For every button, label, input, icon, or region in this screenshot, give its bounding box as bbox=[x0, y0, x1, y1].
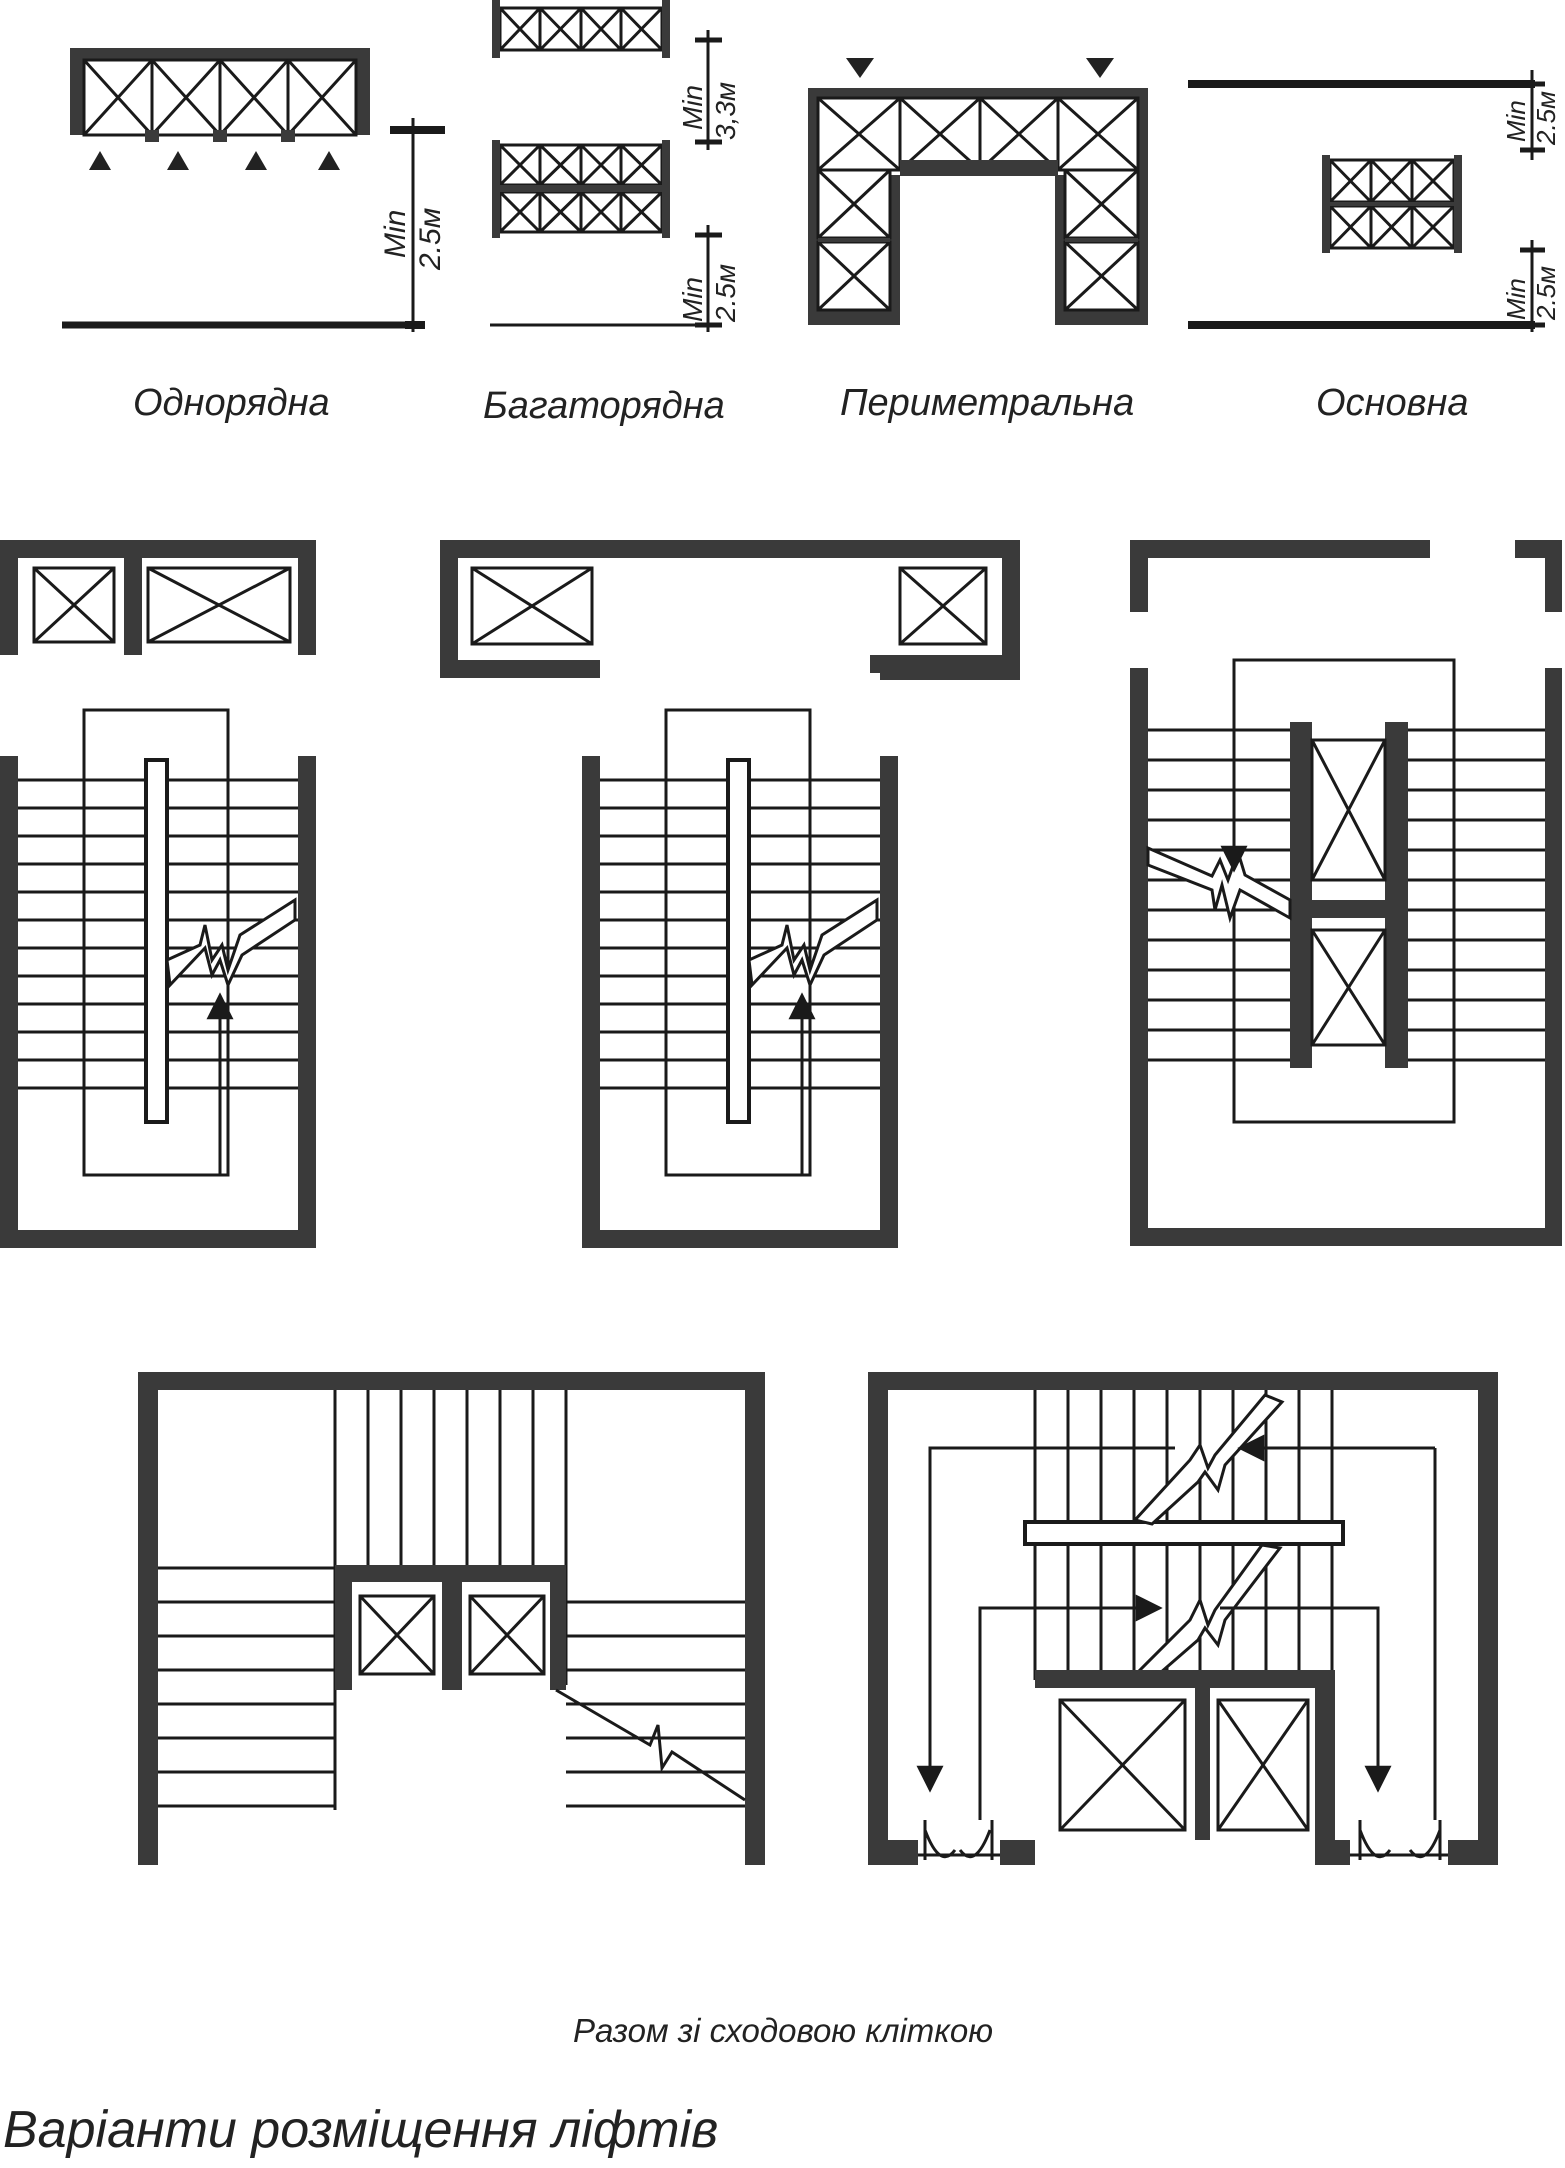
layout-label-perimeter: Периметральна bbox=[840, 382, 1135, 424]
stair-plan-e bbox=[868, 1372, 1498, 1865]
stair-plan-d bbox=[138, 1372, 765, 1865]
stair-plan-c bbox=[1130, 540, 1562, 1246]
dim-min-label-3: Min bbox=[677, 277, 708, 322]
stair-caption: Разом зі сходовою кліткою bbox=[573, 2012, 994, 2049]
entry-arrow-icon-2 bbox=[846, 58, 1114, 78]
single-row-layout: Min 2.5м bbox=[62, 48, 447, 332]
dim-min-label-4: Min bbox=[1501, 100, 1531, 142]
dim-value-label: 2.5м bbox=[414, 208, 447, 271]
dim-min-label-5: Min bbox=[1501, 278, 1531, 320]
dim-value-label-4: 2.5м bbox=[1531, 91, 1561, 146]
layout-label-multi: Багаторядна bbox=[483, 385, 725, 427]
main-layout: Min 2.5м Min 2.5м bbox=[1188, 70, 1561, 332]
multi-row-layout: Min 3,3м Min 2.5м bbox=[490, 0, 741, 332]
layout-label-single: Однорядна bbox=[133, 382, 330, 424]
stair-plan-b bbox=[440, 540, 1020, 1248]
dim-min-label-2: Min bbox=[677, 85, 708, 130]
dim-value-label-3: 2.5м bbox=[710, 264, 741, 323]
dim-value-label-2: 3,3м bbox=[710, 82, 741, 140]
dim-min-label: Min bbox=[379, 210, 412, 258]
page-title: Варіанти розміщення ліфтів bbox=[3, 2101, 719, 2159]
stair-plan-a bbox=[0, 540, 316, 1248]
perimeter-layout bbox=[808, 58, 1148, 325]
dim-value-label-5: 2.5м bbox=[1531, 266, 1561, 321]
layout-label-main: Основна bbox=[1316, 382, 1469, 424]
entry-arrow-icon bbox=[89, 151, 340, 170]
